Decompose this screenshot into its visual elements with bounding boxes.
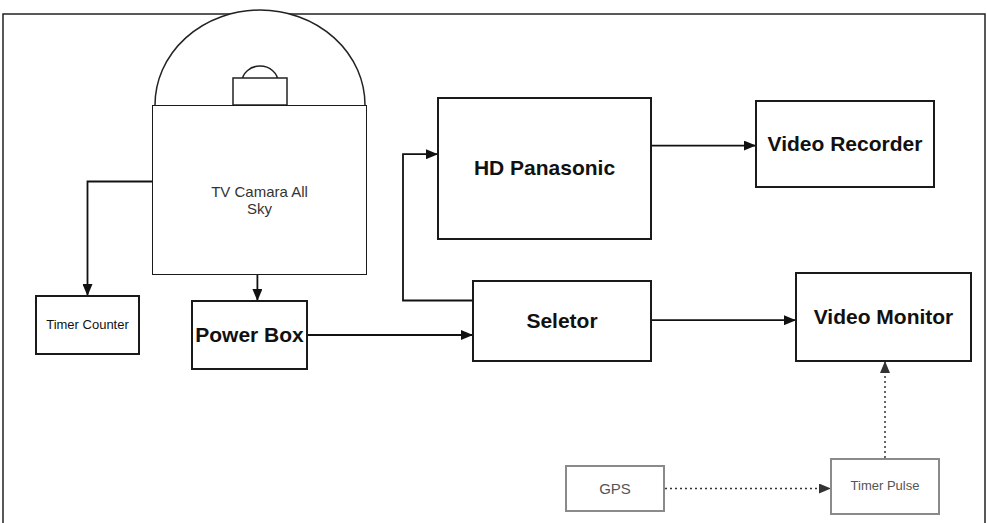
lens-housing bbox=[233, 78, 287, 105]
dotted-arrow bbox=[665, 488, 830, 490]
camera-box: TV Camara All Sky bbox=[152, 105, 367, 275]
outer-frame bbox=[3, 14, 985, 523]
node-label: Timer Pulse bbox=[851, 479, 920, 494]
node-label: Timer Counter bbox=[46, 318, 129, 333]
signal-arrow bbox=[256, 275, 258, 300]
node-label: GPS bbox=[599, 480, 631, 497]
process-box: Timer Pulse bbox=[830, 458, 940, 515]
node-label: HD Panasonic bbox=[474, 156, 615, 180]
process-box: Video Monitor bbox=[795, 272, 972, 362]
process-box: HD Panasonic bbox=[437, 97, 652, 240]
node-label: Power Box bbox=[195, 323, 304, 347]
node-label: Video Recorder bbox=[768, 132, 923, 156]
process-box: Seletor bbox=[472, 280, 652, 362]
node-label: TV Camara All Sky bbox=[200, 183, 320, 218]
signal-arrow bbox=[652, 145, 755, 147]
signal-arrow bbox=[652, 319, 795, 321]
node-label: Video Monitor bbox=[814, 305, 954, 329]
signal-arrow bbox=[308, 334, 472, 336]
signal-arrow bbox=[88, 182, 153, 296]
process-box: Power Box bbox=[191, 300, 308, 370]
camera-dome bbox=[155, 10, 365, 105]
process-box: Video Recorder bbox=[755, 100, 935, 188]
process-box: GPS bbox=[565, 465, 665, 512]
dotted-arrow bbox=[884, 362, 886, 458]
process-box: Timer Counter bbox=[35, 295, 140, 355]
node-label: Seletor bbox=[526, 309, 597, 333]
